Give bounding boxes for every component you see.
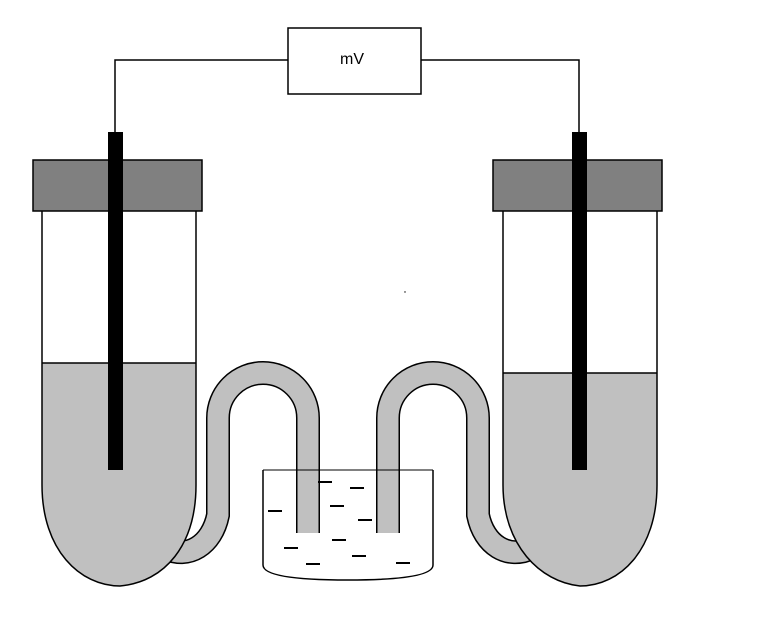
millivoltmeter-label: mV [340, 51, 364, 68]
left-salt-bridge [159, 361, 320, 565]
left-solution [42, 363, 196, 586]
right-salt-bridge [376, 361, 538, 565]
left-half-cell [32, 132, 203, 587]
right-half-cell [492, 132, 663, 587]
right-tube-outline [502, 210, 658, 587]
right-electrode [572, 132, 587, 470]
central-beaker [262, 469, 434, 581]
right-solution [503, 373, 657, 586]
left-tube-outline [41, 210, 197, 587]
stray-dot [404, 291, 406, 293]
beaker-solution-dashes [268, 481, 410, 565]
left-wire [114, 59, 288, 132]
left-electrode [108, 132, 123, 470]
external-circuit: mV [114, 27, 580, 132]
right-wire [421, 59, 580, 132]
millivoltmeter [287, 27, 422, 95]
